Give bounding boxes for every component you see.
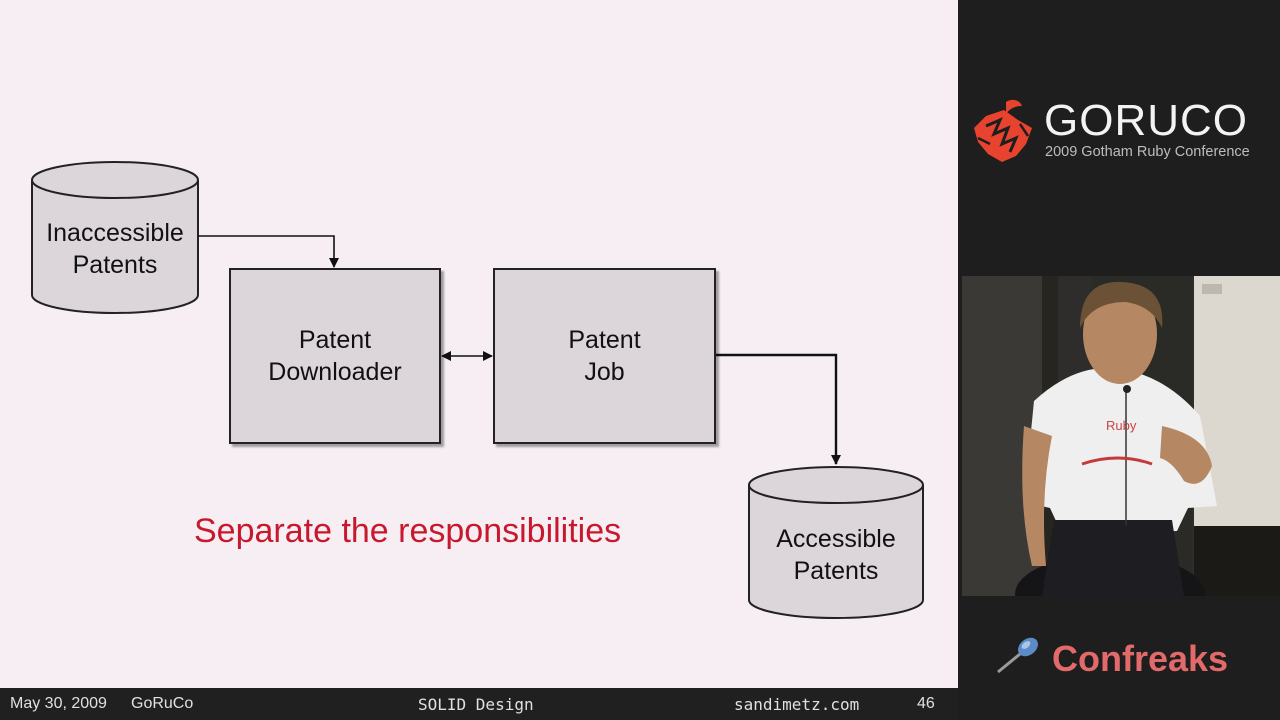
slide: Inaccessible Patents Accessible Patents …: [0, 0, 958, 688]
shirt-text: Ruby: [1106, 418, 1137, 433]
arrow-to-downloader: [198, 235, 339, 268]
slide-footer: May 30, 2009 GoRuCo SOLID Design sandime…: [0, 688, 958, 720]
db-inaccessible-label: Inaccessible Patents: [46, 219, 184, 279]
footer-date: May 30, 2009: [10, 695, 107, 712]
patent-job-box: Patent Job: [493, 268, 716, 444]
footer-event: GoRuCo: [131, 695, 194, 712]
cylinder-inaccessible: [31, 161, 199, 314]
microphone-icon: [997, 637, 1038, 674]
patent-downloader-box: Patent Downloader: [229, 268, 441, 444]
patent-downloader-label: Patent Downloader: [268, 326, 402, 386]
goruco-logo-icon: [974, 99, 1032, 162]
speaker-image: [962, 276, 1280, 596]
slide-tagline: Separate the responsibilities: [194, 512, 622, 550]
speaker-video: Ruby: [962, 276, 1280, 596]
diagram-lines: [31, 161, 924, 619]
arrow-to-accessible: [716, 353, 841, 465]
patent-job-label: Patent Job: [568, 326, 641, 386]
footer-site: sandimetz.com: [734, 695, 860, 714]
footer-page-number: 46: [917, 695, 935, 712]
goruco-subtitle: 2009 Gotham Ruby Conference: [1045, 144, 1250, 160]
goruco-brand: GORUCO: [1044, 96, 1248, 145]
db-accessible-label: Accessible Patents: [776, 525, 896, 585]
footer-title: SOLID Design: [418, 695, 534, 714]
confreaks-watermark: Confreaks: [1052, 638, 1229, 679]
cylinder-accessible: [748, 466, 924, 619]
